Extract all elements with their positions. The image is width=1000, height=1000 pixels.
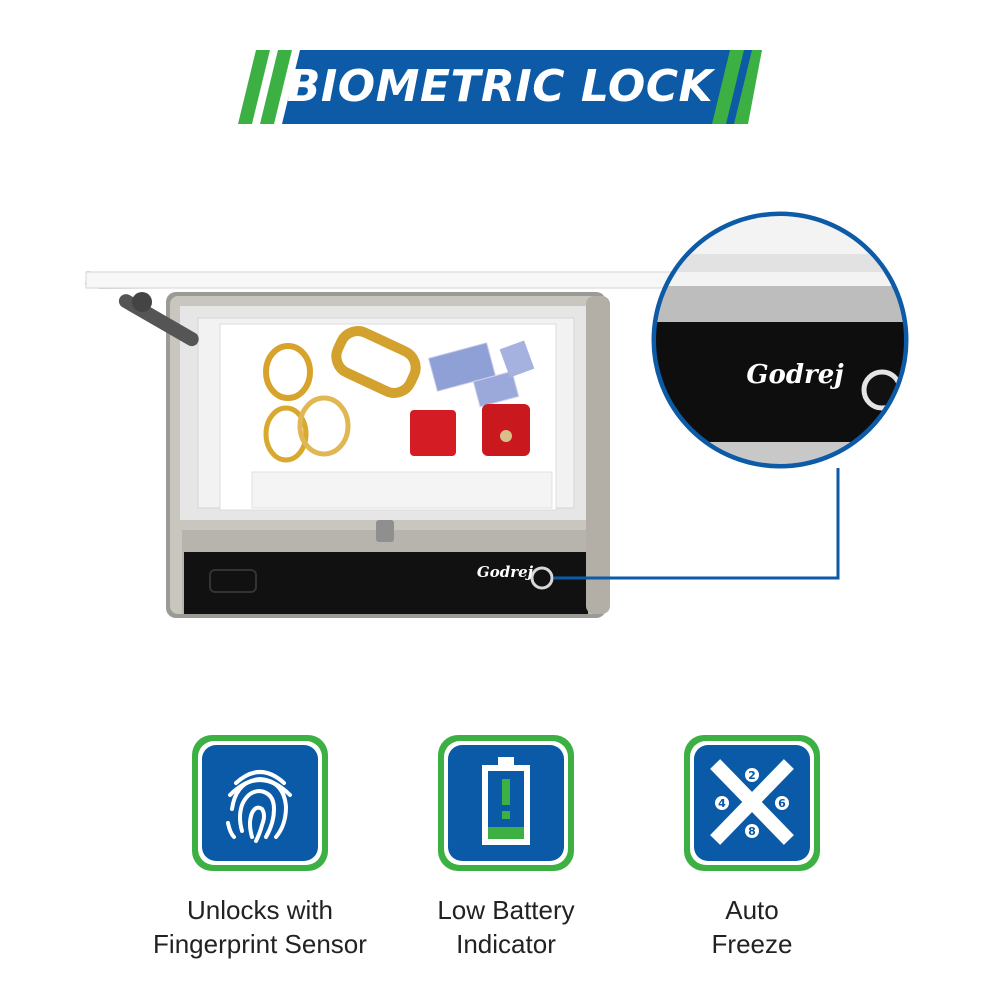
brand-logo-front: Godrej xyxy=(476,563,534,581)
banner-shape xyxy=(238,50,762,124)
digit-top: 2 xyxy=(748,769,756,782)
battery-icon xyxy=(438,735,574,871)
digit-bottom: 8 xyxy=(748,825,756,838)
brand-logo-zoom: Godrej xyxy=(746,360,844,390)
auto-freeze-icon: 2 4 6 8 xyxy=(684,735,820,871)
safe-illustration: Godrej Godrej xyxy=(80,200,980,640)
page-title: BIOMETRIC LOCK xyxy=(286,61,714,112)
digit-right: 6 xyxy=(778,797,786,810)
title-banner: BIOMETRIC LOCK xyxy=(238,50,762,124)
feature-auto-freeze: 2 4 6 8 Auto Freeze xyxy=(632,733,872,973)
feature-low-battery: Low Battery Indicator xyxy=(386,733,626,973)
safe-drawing xyxy=(84,211,909,618)
feature-label: Low Battery Indicator xyxy=(437,895,575,959)
feature-label: Auto Freeze xyxy=(711,895,793,959)
digit-left: 4 xyxy=(718,797,726,810)
feature-fingerprint: Unlocks with Fingerprint Sensor xyxy=(140,733,380,973)
fingerprint-icon xyxy=(192,735,328,871)
feature-label: Unlocks with Fingerprint Sensor xyxy=(153,895,367,959)
